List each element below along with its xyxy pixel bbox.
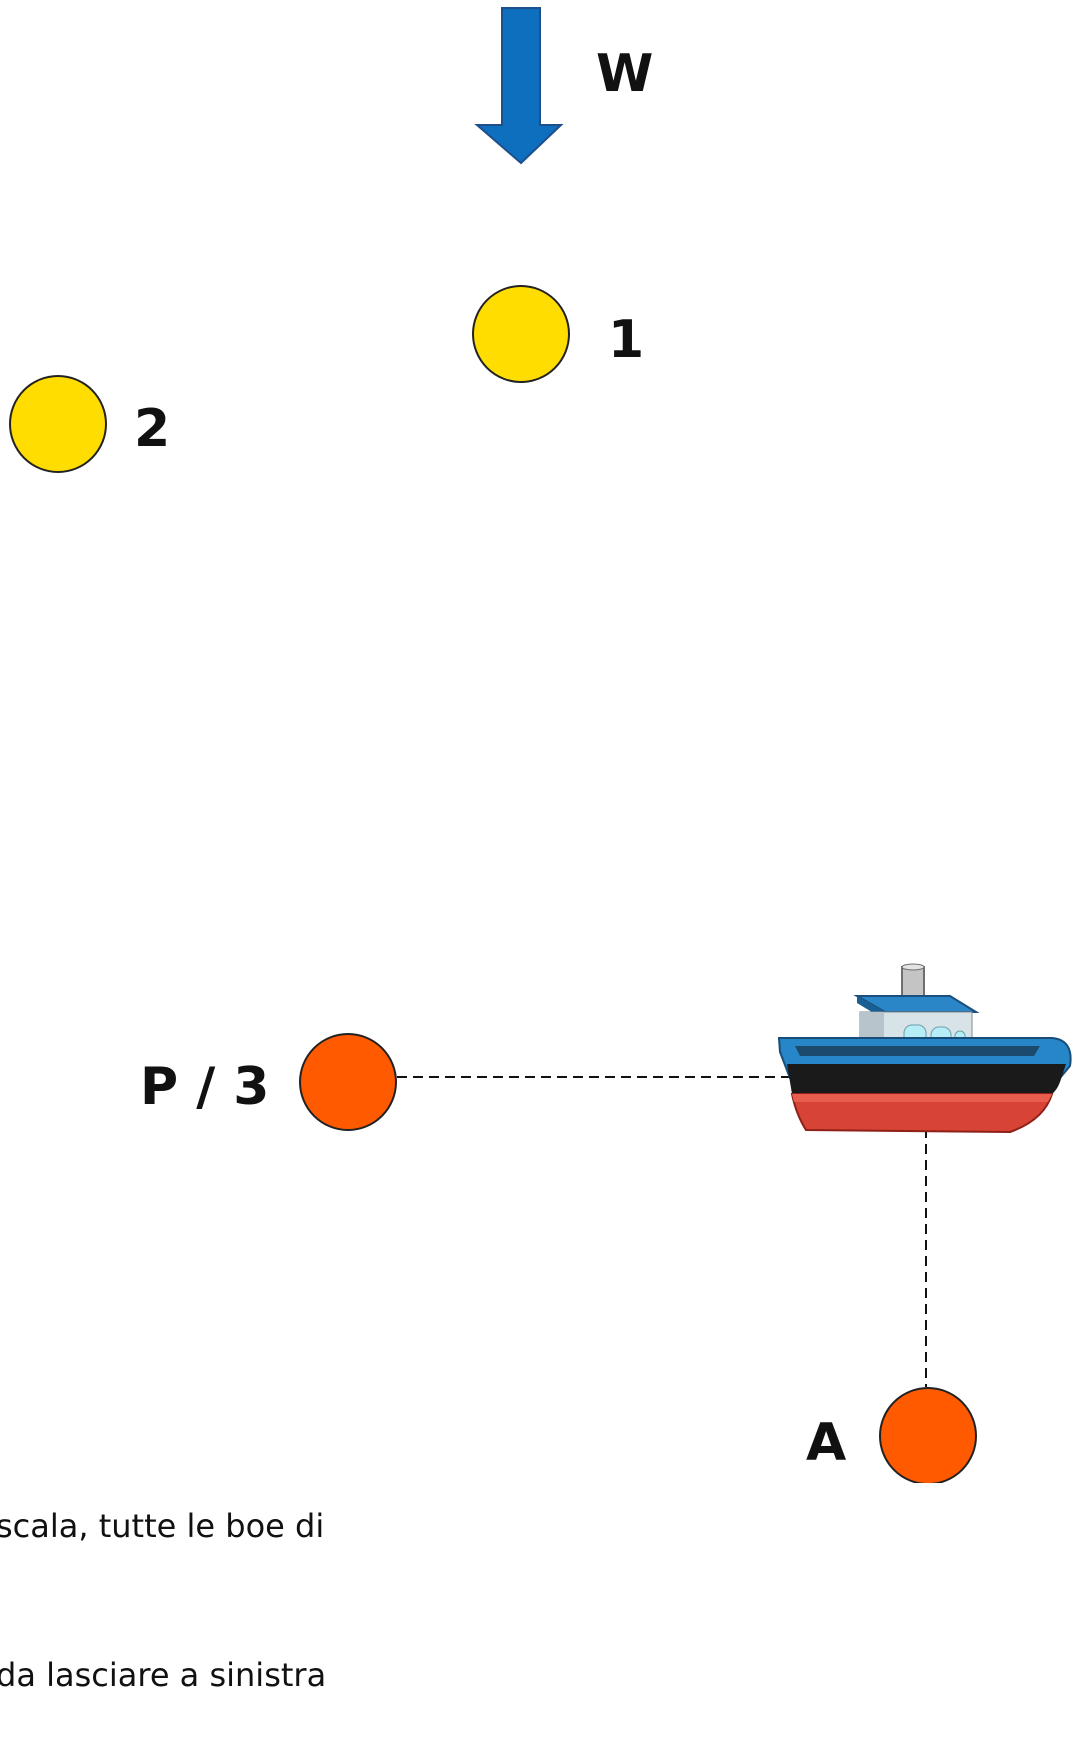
buoy-a-label: A [806,1413,846,1473]
buoy-p3-label: P / 3 [140,1057,270,1117]
buoy-a-icon [879,1387,977,1483]
buoy-1-icon [472,285,570,383]
buoy-p3-icon [299,1033,397,1131]
buoy-2-label: 2 [134,399,170,459]
committee-boat-icon [777,963,1072,1134]
course-note: scala, tutte le boe di da lasciare a sin… [0,1403,326,1751]
wind-arrow-icon [474,7,564,165]
buoy-1-label: 1 [608,310,644,370]
note-line-1: scala, tutte le boe di [0,1507,325,1546]
note-line-2: da lasciare a sinistra [0,1656,327,1695]
wind-label: W [596,44,653,104]
race-course-diagram: W 1 2 P / 3 A [9,7,1072,1483]
buoy-2-icon [9,375,107,473]
